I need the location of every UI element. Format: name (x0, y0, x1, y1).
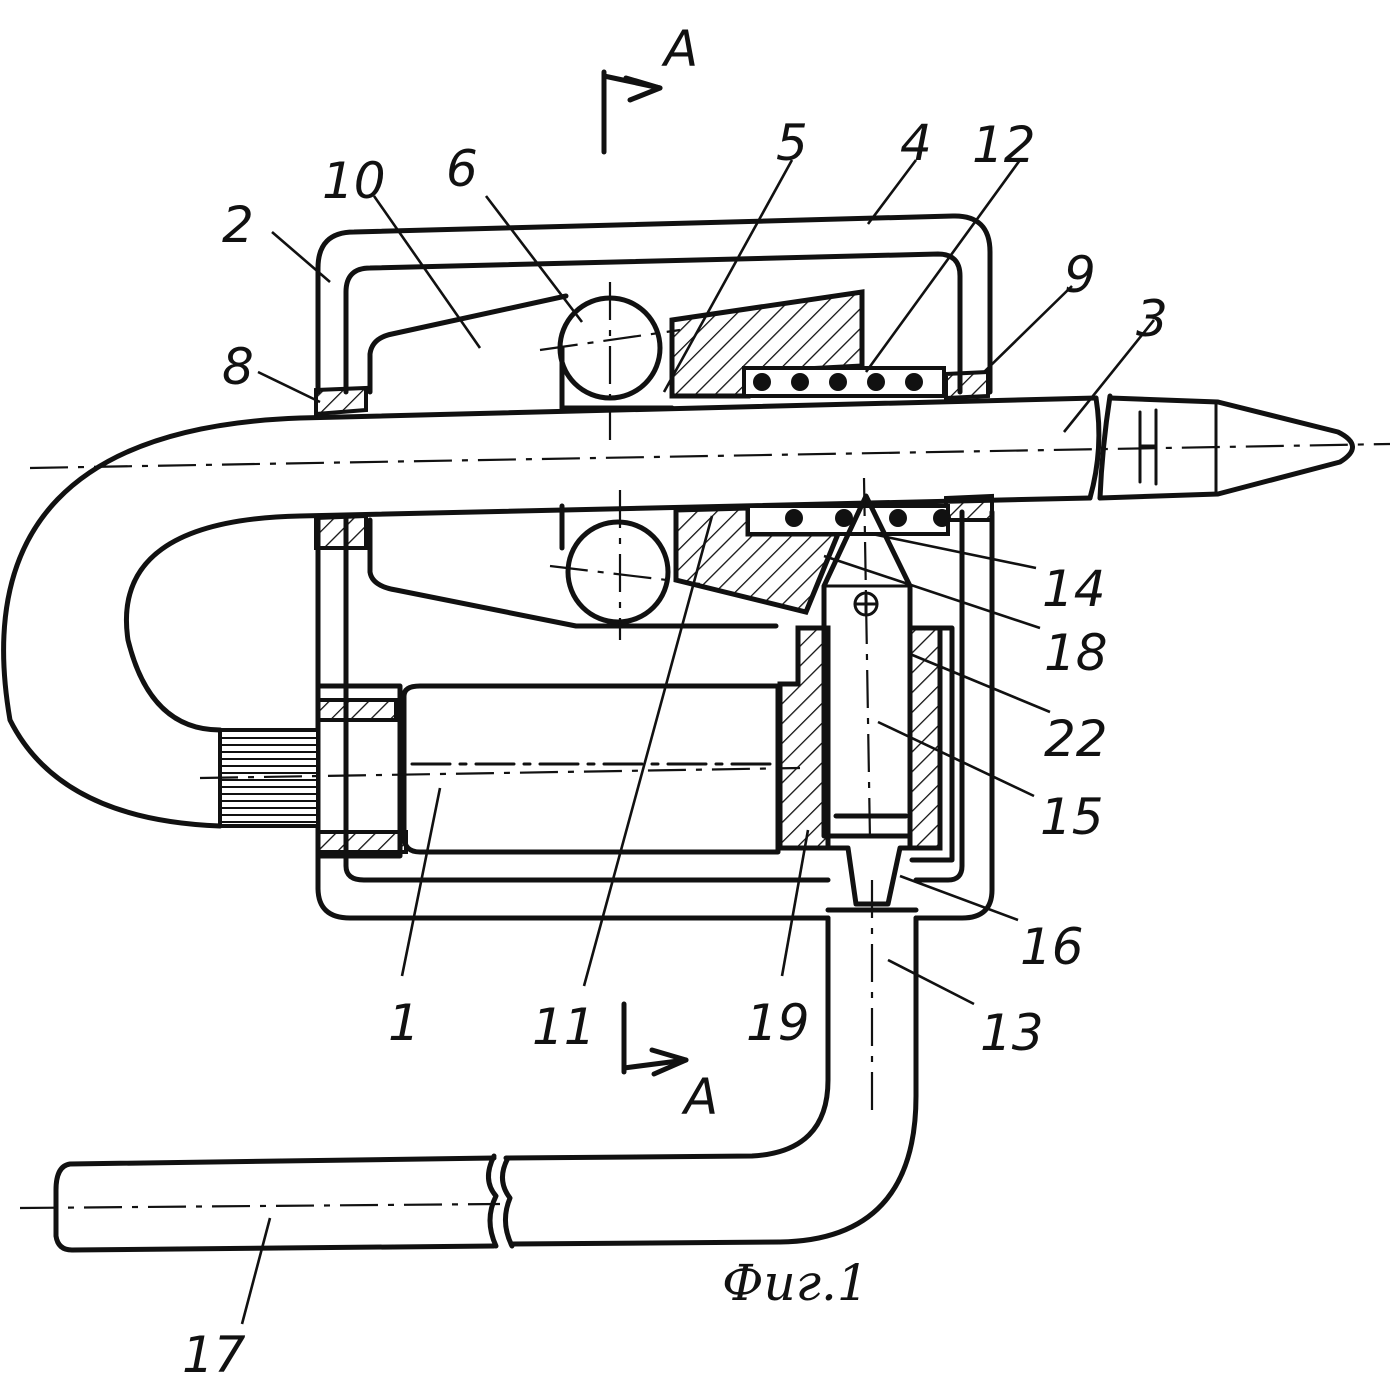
label-9: 9 (1064, 246, 1096, 304)
label-6: 6 (446, 140, 478, 198)
label-18: 18 (1044, 624, 1108, 682)
section-mark-top: A (604, 20, 698, 152)
label-5: 5 (776, 114, 808, 172)
rod-3 (4, 396, 1353, 826)
label-22: 22 (1044, 710, 1108, 768)
label-12: 12 (972, 116, 1036, 174)
bushing-9 (946, 372, 988, 398)
label-11: 11 (532, 998, 596, 1056)
label-8: 8 (222, 338, 254, 396)
label-4: 4 (900, 114, 932, 172)
motor-1 (318, 686, 778, 856)
figure-caption: Фиг.1 (722, 1254, 869, 1312)
bushing-lower-left (316, 516, 366, 548)
label-2: 2 (222, 196, 254, 254)
label-14: 14 (1042, 560, 1106, 618)
clamp-10 (370, 296, 566, 392)
label-16: 16 (1020, 918, 1084, 976)
label-17: 17 (182, 1326, 246, 1384)
label-10: 10 (322, 152, 386, 210)
section-mark-bottom: A (624, 1004, 718, 1126)
label-13: 13 (980, 1004, 1044, 1062)
reference-numerals: 2 10 6 5 4 12 9 3 8 14 18 22 15 16 13 19… (182, 114, 1168, 1384)
section-label-top: A (661, 20, 698, 78)
label-3: 3 (1136, 290, 1168, 348)
bushing-8 (316, 388, 366, 414)
ball-6-lower (568, 522, 668, 622)
section-label-bottom: A (681, 1068, 718, 1126)
spring-12 (744, 368, 951, 534)
pin-15 (824, 496, 910, 836)
label-15: 15 (1040, 788, 1104, 846)
label-1: 1 (388, 994, 420, 1052)
label-19: 19 (746, 994, 810, 1052)
handle-17 (56, 1156, 512, 1250)
sleeve-19 (780, 628, 828, 848)
